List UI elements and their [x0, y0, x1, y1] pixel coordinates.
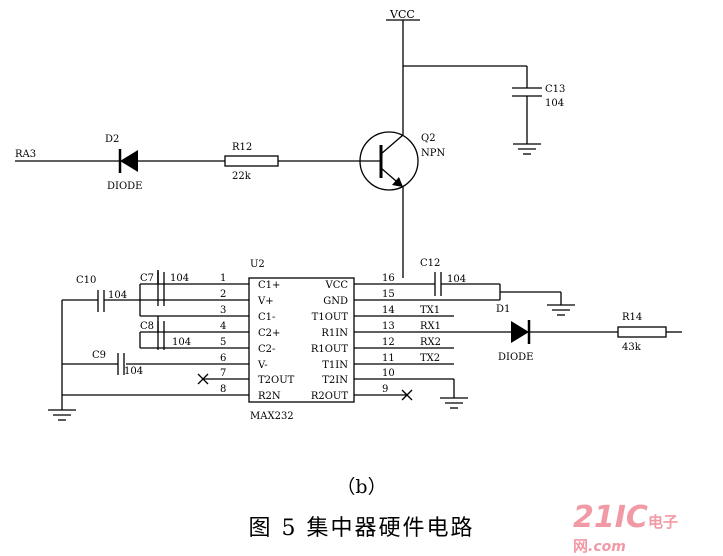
pin5-number: 5: [220, 337, 226, 348]
q2-name: Q2: [421, 133, 436, 144]
r14-value: 43k: [622, 342, 642, 353]
r12-resistor: [224, 155, 279, 167]
c9-name: C9: [92, 350, 106, 361]
pin8-number: 8: [220, 384, 226, 395]
pin15-number: 15: [382, 289, 395, 300]
c8-value: 104: [172, 337, 191, 348]
d2-name: D2: [105, 134, 119, 145]
net-tx1: TX1: [420, 305, 440, 316]
pin13-name: R1IN: [321, 328, 348, 339]
pin14-number: 14: [382, 305, 395, 316]
c13-value: 104: [545, 98, 564, 109]
pin5-name: C2-: [258, 344, 275, 355]
c7-value: 104: [170, 273, 189, 284]
pin8-name: R2N: [258, 391, 281, 402]
pin3-number: 3: [220, 305, 226, 316]
r12-value: 22k: [232, 171, 252, 182]
r14-resistor: [617, 326, 667, 338]
pin11-number: 11: [382, 353, 395, 364]
c7-name: C7: [140, 273, 154, 284]
pin4-name: C2+: [258, 328, 280, 339]
d2-diode: [118, 149, 138, 173]
pin11-name: T1IN: [322, 360, 348, 371]
ground-symbol-c12: [547, 304, 575, 316]
pin2-number: 2: [220, 289, 226, 300]
pin7-number: 7: [220, 368, 226, 379]
pin3-name: C1-: [258, 312, 275, 323]
pin4-number: 4: [220, 321, 226, 332]
r12-name: R12: [232, 142, 252, 153]
pin16-number: 16: [382, 273, 395, 284]
q2-type: NPN: [421, 148, 445, 159]
pin14-name: T1OUT: [312, 312, 349, 323]
c12-name: C12: [420, 258, 440, 269]
pin10-name: T2IN: [322, 375, 348, 386]
c10-value: 104: [108, 290, 127, 301]
net-tx2: TX2: [420, 353, 440, 364]
pin9-number: 9: [382, 384, 388, 395]
pin1-name: C1+: [258, 280, 280, 291]
pin6-number: 6: [220, 353, 226, 364]
net-rx2: RX2: [420, 337, 441, 348]
watermark-main: 21IC: [573, 500, 648, 535]
pin7-name: T2OUT: [258, 375, 295, 386]
c9-value: 104: [124, 366, 143, 377]
pin10-number: 10: [382, 368, 395, 379]
pin2-name: V+: [257, 296, 274, 307]
circuit-schematic: VCC C13 104 Q2 NPN RA3 D2 DIODE R12 22k …: [15, 8, 682, 422]
figure-caption: 图 5 集中器硬件电路: [248, 516, 475, 541]
ground-symbol-c13: [513, 143, 541, 155]
no-connect-pin7: [197, 373, 209, 385]
c8-name: C8: [140, 321, 154, 332]
watermark-domain: .com: [588, 539, 626, 555]
d2-type: DIODE: [107, 181, 142, 192]
net-rx1: RX1: [420, 321, 441, 332]
d1-type: DIODE: [498, 352, 533, 363]
max232-body: [248, 277, 355, 403]
no-connect-pin9: [401, 389, 413, 401]
ic-designator: U2: [250, 259, 265, 270]
pin12-name: R1OUT: [311, 344, 349, 355]
d1-diode: [511, 320, 531, 344]
c13-name: C13: [545, 84, 565, 95]
pin16-name: VCC: [324, 280, 348, 291]
d1-name: D1: [496, 304, 510, 315]
c12-value: 104: [447, 274, 466, 285]
subfigure-caption: （b）: [336, 476, 387, 498]
pin13-number: 13: [382, 321, 395, 332]
ground-symbol-left: [48, 409, 76, 421]
vcc-label: VCC: [389, 8, 415, 21]
ra3-label: RA3: [15, 149, 36, 160]
pin12-number: 12: [382, 337, 395, 348]
pin15-name: GND: [323, 296, 348, 307]
r14-name: R14: [622, 312, 642, 323]
c10-name: C10: [76, 275, 96, 286]
pin6-name: V-: [257, 360, 268, 371]
pin9-name: R2OUT: [311, 391, 349, 402]
ic-part-name: MAX232: [250, 411, 294, 422]
ground-symbol-pin10: [440, 397, 468, 409]
pin1-number: 1: [220, 273, 226, 284]
watermark-logo: 21IC电子网.com: [573, 500, 723, 556]
